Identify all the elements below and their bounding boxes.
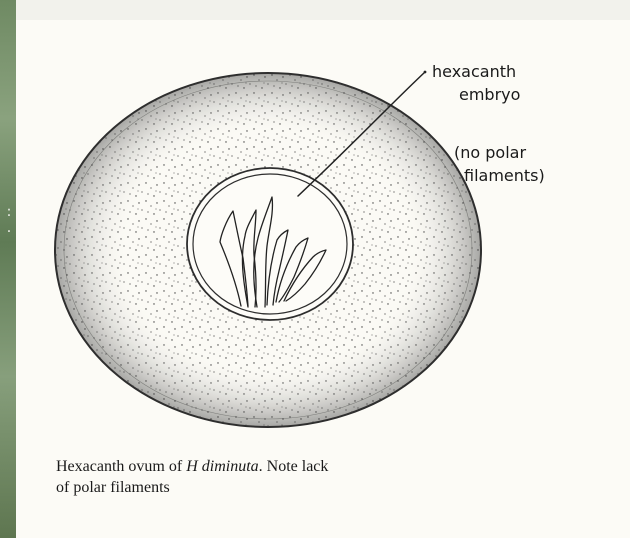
caption-genus: H: [186, 458, 198, 475]
caption-species: diminuta: [202, 458, 259, 475]
label-hexacanth: hexacanth: [432, 62, 516, 81]
inner-membrane: [187, 168, 353, 320]
inner-membrane-group: [187, 168, 353, 320]
embryo-pointer-end: [424, 71, 427, 74]
label-embryo: embryo: [459, 85, 520, 104]
caption-part-1: Hexacanth ovum of: [56, 458, 186, 475]
caption-line-1: Hexacanth ovum of H diminuta. Note lack: [56, 456, 616, 477]
caption-part-2: . Note lack: [259, 458, 329, 475]
label-filaments: filaments): [464, 166, 545, 185]
label-no-polar: (no polar: [454, 143, 526, 162]
caption-line-2: of polar filaments: [56, 477, 616, 498]
figure-caption: Hexacanth ovum of H diminuta. Note lack …: [56, 456, 616, 498]
